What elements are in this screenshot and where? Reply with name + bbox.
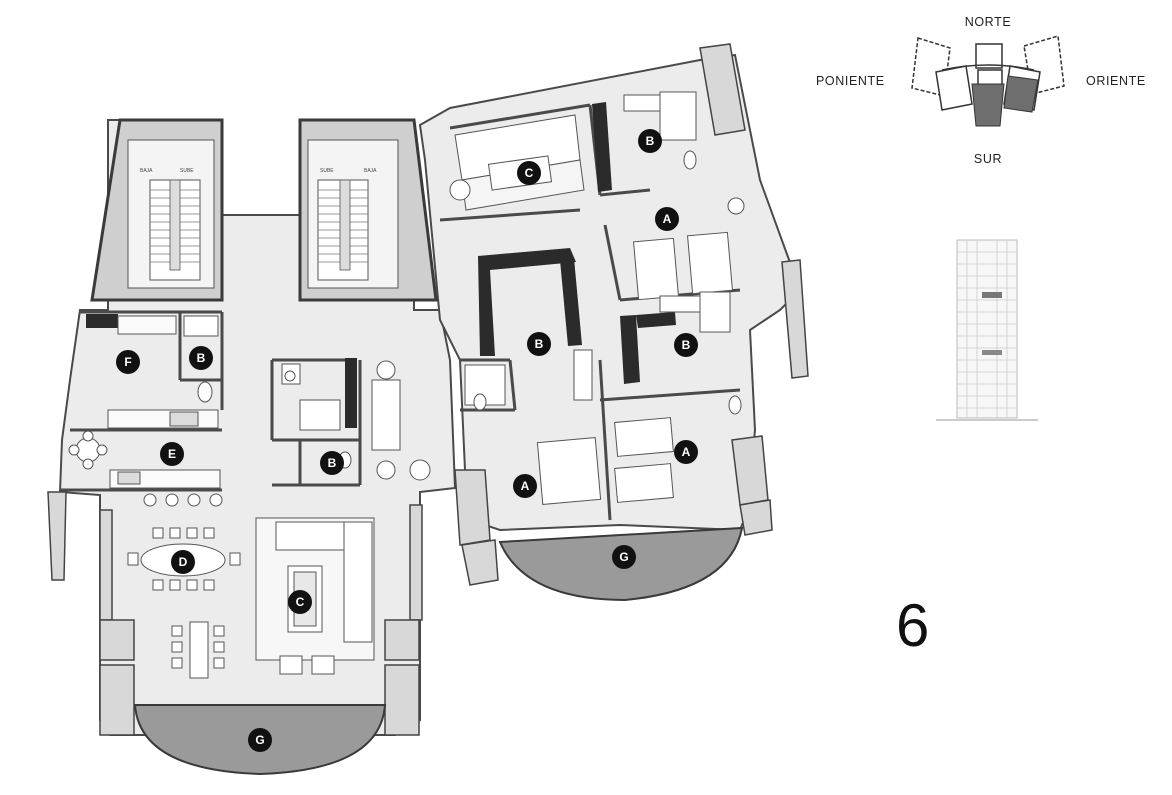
stair-label-down: BAJA <box>140 168 153 174</box>
elevation-floor-highlight-lower <box>982 350 1002 355</box>
window-panels-west <box>47 491 423 736</box>
stairwell-west: BAJA SUBE <box>90 118 224 302</box>
kitchen-counters <box>107 315 221 489</box>
north-label: NORTE <box>965 15 1012 29</box>
interior-walls-west <box>60 310 362 492</box>
room-badge-dining: D <box>171 550 195 574</box>
svg-text:A: A <box>682 445 691 459</box>
east-bath-fixtures <box>464 91 745 415</box>
beds <box>536 231 733 505</box>
south-label: SUR <box>974 152 1002 166</box>
bar-stools <box>143 493 223 507</box>
dining-furniture <box>127 527 241 679</box>
svg-text:G: G <box>255 733 264 747</box>
stair-label-up: SUBE <box>180 168 194 174</box>
room-badge-north-bedroom: A <box>655 207 679 231</box>
stair-label-down-2: BAJA <box>364 168 377 174</box>
svg-text:B: B <box>682 338 691 352</box>
svg-text:E: E <box>168 447 176 461</box>
room-badge-east-bedroom: A <box>674 440 698 464</box>
building-key-highlight <box>971 75 1039 127</box>
room-badge-master-bedroom: A <box>513 474 537 498</box>
closets <box>478 102 676 384</box>
living-furniture <box>255 517 375 675</box>
svg-text:F: F <box>124 355 131 369</box>
room-badge-laundry: E <box>160 442 184 466</box>
room-badge-terrace-east: G <box>612 545 636 569</box>
room-badge-living: C <box>288 590 312 614</box>
hall-furniture <box>371 360 431 481</box>
window-panels-east <box>454 43 809 586</box>
stairwell-east: SUBE BAJA <box>298 118 438 302</box>
svg-text:G: G <box>619 550 628 564</box>
elevation-floor-highlight-upper <box>982 292 1002 298</box>
room-badge-kitchen: F <box>116 350 140 374</box>
stair-label-up-2: SUBE <box>320 168 334 174</box>
svg-text:C: C <box>296 595 305 609</box>
room-badge-master-bath: B <box>527 332 551 356</box>
svg-text:B: B <box>535 337 544 351</box>
room-badge-terrace-west: G <box>248 728 272 752</box>
svg-text:A: A <box>521 479 530 493</box>
room-badges: F B E B D C G C <box>116 129 698 752</box>
service-wall-block <box>345 358 357 428</box>
room-badge-service-bath: B <box>189 346 213 370</box>
svg-text:B: B <box>197 351 206 365</box>
room-badge-east-bath: B <box>674 333 698 357</box>
west-label: PONIENTE <box>816 74 885 88</box>
svg-text:D: D <box>179 555 188 569</box>
room-badge-north-bath: B <box>638 129 662 153</box>
orientation-key: NORTE SUR ORIENTE PONIENTE <box>816 15 1146 166</box>
room-badge-powder-bath: B <box>320 451 344 475</box>
elevation-key <box>936 239 1038 421</box>
laundry-furniture <box>68 430 108 470</box>
svg-text:B: B <box>646 134 655 148</box>
room-badge-family: C <box>517 161 541 185</box>
svg-text:A: A <box>663 212 672 226</box>
east-label: ORIENTE <box>1086 74 1146 88</box>
unit-number: 6 <box>896 592 930 659</box>
svg-text:C: C <box>525 166 534 180</box>
svg-text:B: B <box>328 456 337 470</box>
kitchen-wall-block <box>86 314 118 328</box>
